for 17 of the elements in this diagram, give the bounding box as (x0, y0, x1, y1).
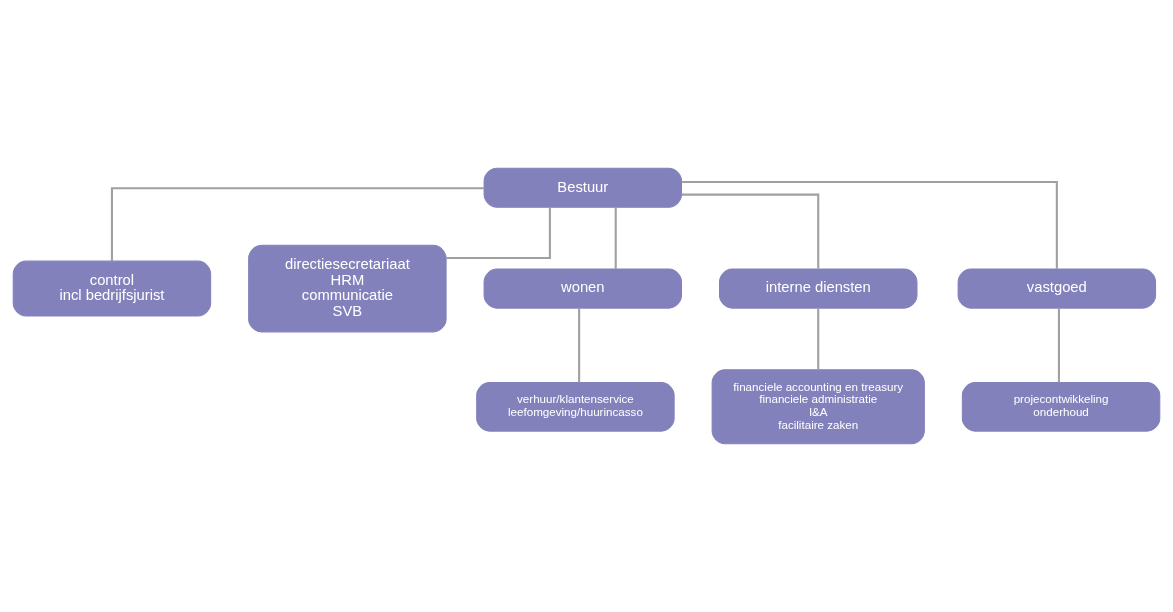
connector (446, 207, 551, 259)
connector (681, 193, 820, 269)
connector (681, 180, 1058, 270)
connector (614, 207, 617, 270)
node-box: vastgoed (957, 268, 1157, 309)
node-box: financiele accounting en treasury financiele administratie I&A facilitaire zaken (711, 369, 925, 445)
connector (110, 187, 484, 261)
connector (1057, 308, 1060, 383)
connector (578, 308, 581, 383)
node-box: control incl bedrijfsjurist (12, 260, 212, 317)
node-box: wonen (483, 268, 683, 309)
node-box: projecontwikkeling onderhoud (961, 382, 1161, 432)
node-box: directiesecretariaat HRM communicatie SVB (248, 244, 447, 333)
node-box: verhuur/klantenservice leefomgeving/huurincasso (476, 382, 675, 432)
node-box: Bestuur (483, 167, 683, 208)
connector (817, 308, 820, 370)
node-box: interne diensten (719, 268, 918, 309)
